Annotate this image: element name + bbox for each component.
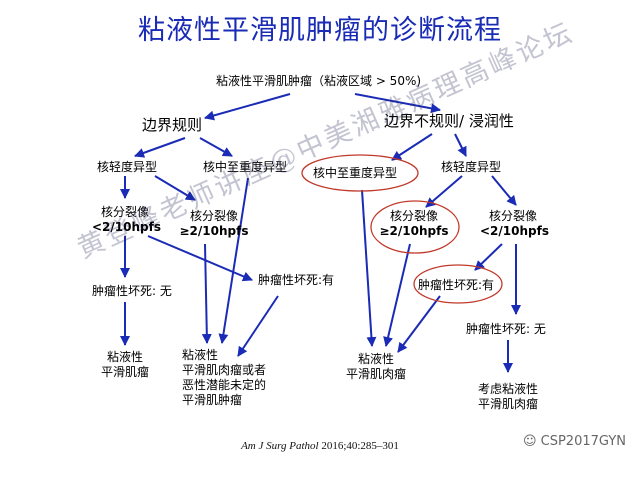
root-node: 粘液性平滑肌肿瘤（粘液区域 > 50%) — [216, 74, 422, 88]
wechat-icon: ☺ — [522, 434, 537, 449]
dx-consider-leiomyosarcoma: 考虑粘液性 平滑肌肉瘤 — [470, 382, 546, 412]
left-low-mitosis-value: <2/10hpfs — [92, 220, 161, 234]
citation-ref: 2016;40:285–301 — [321, 440, 399, 452]
left-low-mitosis-node: 核分裂像 <2/10hpfs — [92, 205, 161, 235]
left-necrosis-present-node: 肿瘤性坏死:有 — [258, 273, 335, 287]
right-low-mitosis-label: 核分裂像 — [488, 209, 537, 223]
dx-myxoid-leiomyoma: 粘液性 平滑肌瘤 — [92, 350, 158, 380]
arrow-highmit-stump — [201, 243, 212, 344]
dx-stump-line2: 平滑肌肉瘤或者 — [182, 363, 267, 377]
left-high-mitosis-value: ≥2/10hpfs — [179, 224, 249, 238]
dx-stump-line3: 恶性潜能未定的 — [182, 378, 267, 392]
arrow-lowmit-necyes — [147, 235, 253, 282]
left-low-mitosis-label: 核分裂像 — [100, 205, 149, 219]
right-high-mitosis-value: ≥2/10hpfs — [379, 224, 449, 238]
arrow-rmodsev-lms — [361, 189, 377, 347]
left-modsev-atypia-node: 核中至重度异型 — [203, 160, 288, 174]
arrow-lmild-highmit — [154, 175, 196, 201]
right-necrosis-present-node: 肿瘤性坏死:有 — [418, 278, 495, 292]
dx-lms-line2: 平滑肌肉瘤 — [345, 367, 406, 381]
arrow-lmodsev-stump — [218, 177, 249, 344]
arrow-rmild-lowmit — [491, 175, 517, 206]
left-necrosis-absent-node: 肿瘤性坏死: 无 — [92, 284, 172, 298]
arrow-root-regular — [204, 93, 291, 121]
arrow-rnecyes-lms — [397, 295, 441, 353]
left-mild-atypia-node: 核轻度异型 — [97, 160, 158, 174]
arrow-irregular-modsev — [391, 133, 433, 161]
dx-lms-or-stump: 粘液性 平滑肌肉瘤或者 恶性潜能未定的 平滑肌肿瘤 — [182, 348, 266, 408]
right-necrosis-absent-node: 肿瘤性坏死: 无 — [466, 322, 546, 336]
irregular-border-node: 边界不规则/ 浸润性 — [384, 112, 514, 130]
arrow-root-irregular — [354, 93, 441, 114]
arrow-regular-mild — [134, 137, 186, 158]
dx-consider-line2: 平滑肌肉瘤 — [477, 397, 538, 411]
right-high-mitosis-label: 核分裂像 — [389, 209, 438, 223]
dx-stump-line1: 粘液性 — [182, 348, 219, 362]
right-low-mitosis-node: 核分裂像 <2/10hpfs — [480, 209, 549, 239]
dx-lms-line1: 粘液性 — [357, 352, 394, 366]
citation: Am J Surg Pathol 2016;40:285–301 — [0, 440, 640, 452]
highlight-circle-modsev — [301, 154, 419, 192]
citation-journal: Am J Surg Pathol — [241, 440, 319, 452]
right-high-mitosis-node: 核分裂像 ≥2/10hpfs — [378, 209, 450, 239]
arrow-lnecyes-stump — [237, 295, 279, 357]
arrow-rhighmit-lms — [383, 243, 411, 347]
left-high-mitosis-node: 核分裂像 ≥2/10hpfs — [178, 209, 250, 239]
dx-myxoid-leiomyosarcoma: 粘液性 平滑肌肉瘤 — [338, 352, 414, 382]
highlight-circle-highmit — [370, 200, 460, 254]
regular-border-node: 边界规则 — [142, 116, 203, 134]
right-low-mitosis-value: <2/10hpfs — [480, 224, 549, 238]
dx-leiomyoma-line2: 平滑肌瘤 — [100, 365, 149, 379]
dx-consider-line1: 考虑粘液性 — [477, 382, 538, 396]
page-title: 粘液性平滑肌肿瘤的诊断流程 — [138, 15, 502, 46]
arrow-rlowmit-necyes — [474, 243, 503, 271]
dx-leiomyoma-line1: 粘液性 — [106, 350, 143, 364]
arrow-irregular-mild — [454, 133, 467, 157]
arrow-regular-modsev — [199, 137, 233, 157]
left-high-mitosis-label: 核分裂像 — [189, 209, 238, 223]
logo-text: CSP2017GYN — [540, 434, 626, 449]
wechat-logo: ☺ CSP2017GYN — [523, 434, 626, 449]
right-modsev-atypia-node: 核中至重度异型 — [313, 166, 398, 180]
highlight-circle-necrosis — [413, 264, 503, 304]
right-mild-atypia-node: 核轻度异型 — [441, 160, 502, 174]
arrow-rmild-highmit — [425, 175, 463, 208]
dx-stump-line4: 平滑肌肿瘤 — [182, 393, 243, 407]
